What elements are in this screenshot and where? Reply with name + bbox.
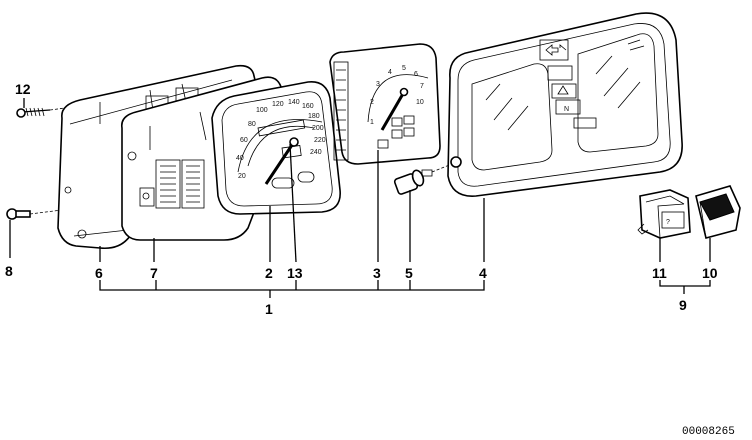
speedo-tick-240: 240 — [310, 149, 322, 156]
tacho-tick-3: 3 — [376, 81, 380, 88]
speedo-tick-60: 60 — [240, 137, 248, 144]
callout-11: 11 — [652, 265, 667, 281]
tacho-tick-2: 2 — [370, 99, 374, 106]
speedo-tick-140: 140 — [288, 99, 300, 106]
tacho-tick-1: 1 — [370, 119, 374, 126]
speedo-tick-220: 220 — [314, 137, 326, 144]
speedo-tick-160: 160 — [302, 103, 314, 110]
leader-lines — [9, 98, 711, 298]
callout-12: 12 — [15, 81, 31, 97]
reference-number: 00008265 — [682, 426, 735, 438]
tacho-tick-6: 6 — [414, 71, 418, 78]
cover-10 — [695, 185, 741, 239]
speedo-tick-20: 20 — [238, 173, 246, 180]
screw-8 — [6, 208, 63, 220]
callout-4: 4 — [479, 265, 487, 281]
callout-2: 2 — [265, 265, 273, 281]
knob-5 — [393, 163, 453, 195]
callout-13: 13 — [287, 265, 303, 281]
callout-9: 9 — [679, 297, 687, 313]
callout-1: 1 — [265, 301, 273, 317]
callout-8: 8 — [5, 263, 13, 279]
callout-7: 7 — [150, 265, 158, 281]
speedometer-dial-2: 20 40 60 80 100 120 140 160 180 200 220 … — [211, 81, 341, 215]
callout-10: 10 — [702, 265, 718, 281]
front-bezel-4: N — [447, 12, 683, 197]
callout-3: 3 — [373, 265, 381, 281]
switch-symbol: ? — [666, 219, 670, 226]
switch-11: ? — [637, 189, 691, 239]
speedo-tick-180: 180 — [308, 113, 320, 120]
speedo-tick-80: 80 — [248, 121, 256, 128]
callout-5: 5 — [405, 265, 413, 281]
speedo-tick-120: 120 — [272, 101, 284, 108]
speedo-tick-100: 100 — [256, 107, 268, 114]
speedo-tick-200: 200 — [312, 125, 324, 132]
callout-6: 6 — [95, 265, 103, 281]
tacho-tick-5: 5 — [402, 65, 406, 72]
tacho-tick-4: 4 — [388, 69, 392, 76]
tacho-tick-7: 7 — [420, 83, 424, 90]
speedo-tick-40: 40 — [236, 155, 244, 162]
tachometer-dial-3: 1 2 3 4 5 6 7 10 — [329, 43, 441, 165]
bezel-indicator-n: N — [564, 106, 569, 113]
tacho-tick-10: 10 — [416, 99, 424, 106]
